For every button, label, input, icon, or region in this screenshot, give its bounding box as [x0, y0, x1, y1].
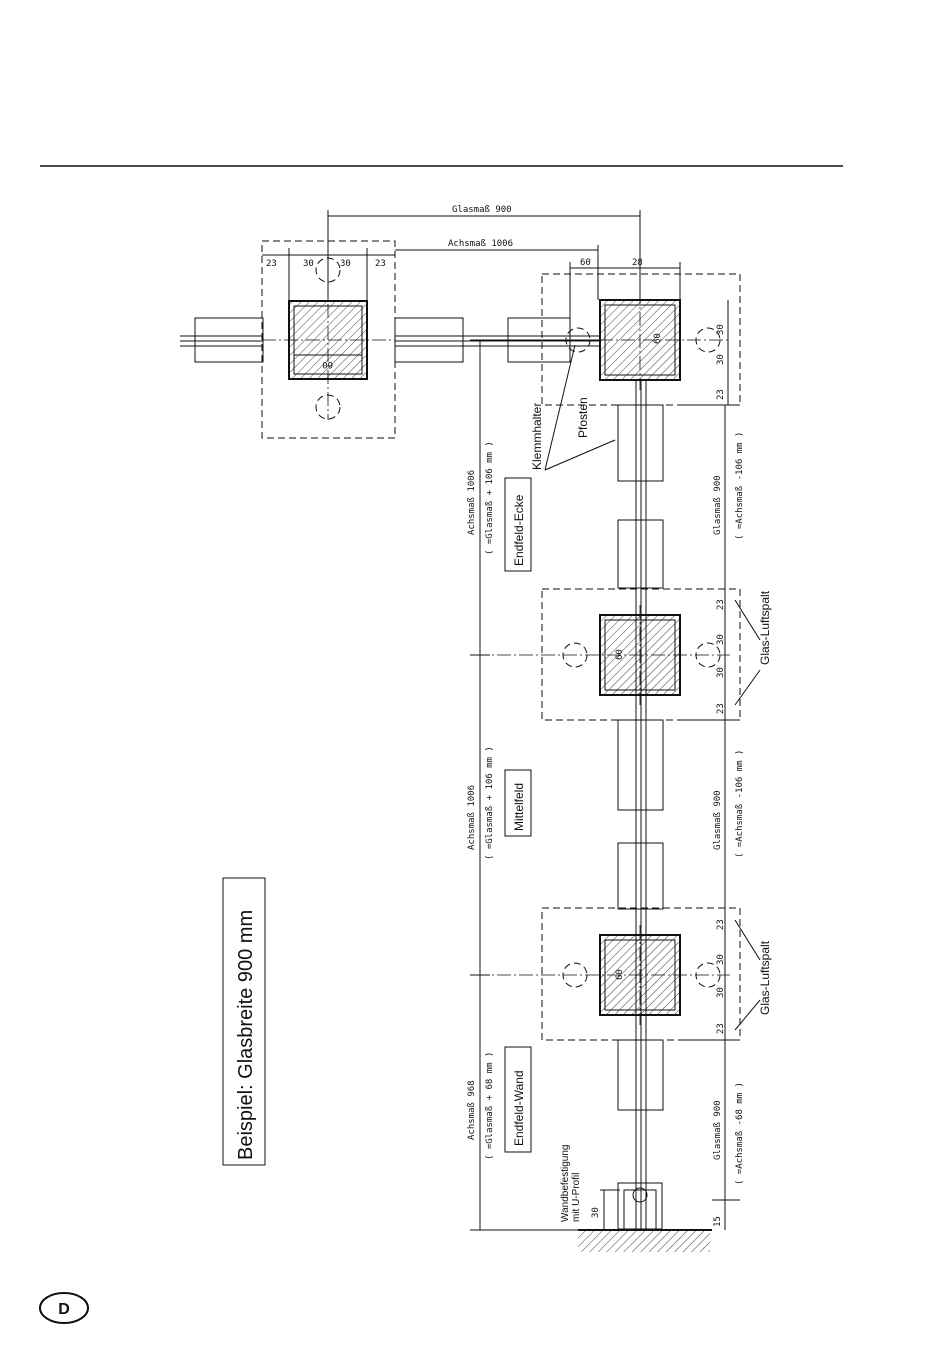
glass-clamp-right — [394, 317, 464, 363]
post-1: 60 30 30 23 — [507, 273, 741, 406]
field-label-endfeld-ecke: Endfeld-Ecke — [504, 477, 532, 572]
svg-text:30: 30 — [716, 667, 726, 678]
field-label-mittelfeld: Mittelfeld — [504, 769, 532, 837]
svg-text:60: 60 — [615, 649, 625, 660]
part-labels: Klemmhalter Pfosten Glas-Luftspalt Glas-… — [530, 344, 772, 1031]
dim-23-right: 23 — [375, 259, 386, 269]
svg-text:( =Glasmaß + 68 mm ): ( =Glasmaß + 68 mm ) — [485, 1052, 495, 1160]
post-2: 60 23 30 30 23 — [475, 588, 741, 721]
glass-run-vertical — [617, 380, 664, 1230]
label-glas-luftspalt-1: Glas-Luftspalt — [758, 590, 772, 665]
svg-text:23: 23 — [716, 599, 726, 610]
svg-text:23: 23 — [716, 389, 726, 400]
page-badge: D — [39, 1292, 89, 1324]
dim-achsmass-wand: Achsmaß 968 — [467, 1080, 477, 1140]
dim-glasmass-mitte: Glasmaß 900 — [713, 790, 723, 850]
svg-text:30: 30 — [716, 634, 726, 645]
svg-text:( =Achsmaß -106 mm ): ( =Achsmaß -106 mm ) — [735, 432, 745, 540]
svg-text:30: 30 — [716, 324, 726, 335]
svg-text:( =Achsmaß -106 mm ): ( =Achsmaß -106 mm ) — [735, 750, 745, 858]
dim-glasmass-wand: Glasmaß 900 — [713, 1100, 723, 1160]
svg-text:Mittelfeld: Mittelfeld — [512, 783, 526, 831]
svg-text:Endfeld-Wand: Endfeld-Wand — [512, 1070, 526, 1146]
svg-text:( =Glasmaß + 106 mm ): ( =Glasmaß + 106 mm ) — [485, 441, 495, 555]
glass-clamp-left — [194, 317, 264, 363]
dim-achsmass-mitte: Achsmaß 1006 — [467, 785, 477, 850]
svg-text:( =Glasmaß + 106 mm ): ( =Glasmaß + 106 mm ) — [485, 746, 495, 860]
achsmass-chain: Achsmaß 1006 ( =Glasmaß + 106 mm ) Achsm… — [467, 339, 600, 1231]
dim-30-right: 30 — [340, 259, 351, 269]
page-label-d: D — [58, 1301, 70, 1318]
svg-text:30: 30 — [591, 1207, 601, 1218]
dim-achsmass-top: Achsmaß 1006 — [448, 239, 513, 249]
svg-text:23: 23 — [716, 919, 726, 930]
label-pfosten: Pfosten — [576, 397, 590, 438]
svg-text:23: 23 — [716, 703, 726, 714]
svg-text:60: 60 — [615, 969, 625, 980]
svg-text:15: 15 — [713, 1216, 723, 1227]
page-title: Beispiel: Glasbreite 900 mm — [235, 910, 257, 1160]
dim-30-left: 30 — [303, 259, 314, 269]
label-u-profil: mit U-Profil — [571, 1173, 582, 1222]
title-box: Beispiel: Glasbreite 900 mm — [222, 877, 266, 1166]
dim-glasmass-ecke: Glasmaß 900 — [713, 475, 723, 535]
svg-text:30: 30 — [716, 354, 726, 365]
label-klemmhalter: Klemmhalter — [530, 403, 544, 470]
clamp-hole-bottom — [315, 394, 341, 420]
svg-text:30: 30 — [716, 954, 726, 965]
svg-text:( =Achsmaß -68 mm ): ( =Achsmaß -68 mm ) — [735, 1082, 745, 1185]
corner-post-dim-60: 60 — [322, 359, 333, 369]
dim-achsmass-ecke: Achsmaß 1006 — [467, 470, 477, 535]
svg-text:Endfeld-Ecke: Endfeld-Ecke — [512, 494, 526, 566]
dim-23-left: 23 — [266, 259, 277, 269]
label-wandbefestigung: Wandbefestigung — [560, 1145, 571, 1222]
post-3: 60 23 30 30 23 — [475, 907, 741, 1041]
wall-hatch — [578, 1230, 710, 1252]
dim-28-top: 28 — [632, 258, 643, 268]
wall-fixing: 30 15 Wandbefestigung mit U-Profil — [560, 1145, 740, 1252]
glass-clamp — [617, 404, 664, 482]
svg-text:60: 60 — [653, 333, 663, 344]
dim-60-top: 60 — [580, 258, 591, 268]
glasmass-chain: Glasmaß 900 ( =Achsmaß -106 mm ) Glasmaß… — [680, 404, 745, 1230]
label-glas-luftspalt-2: Glas-Luftspalt — [758, 940, 772, 1015]
svg-text:23: 23 — [716, 1023, 726, 1034]
top-dimensions: Glasmaß 900 Achsmaß 1006 60 28 — [327, 205, 681, 340]
dim-glasmass-top: Glasmaß 900 — [452, 205, 512, 215]
field-label-endfeld-wand: Endfeld-Wand — [504, 1046, 532, 1153]
svg-text:30: 30 — [716, 987, 726, 998]
